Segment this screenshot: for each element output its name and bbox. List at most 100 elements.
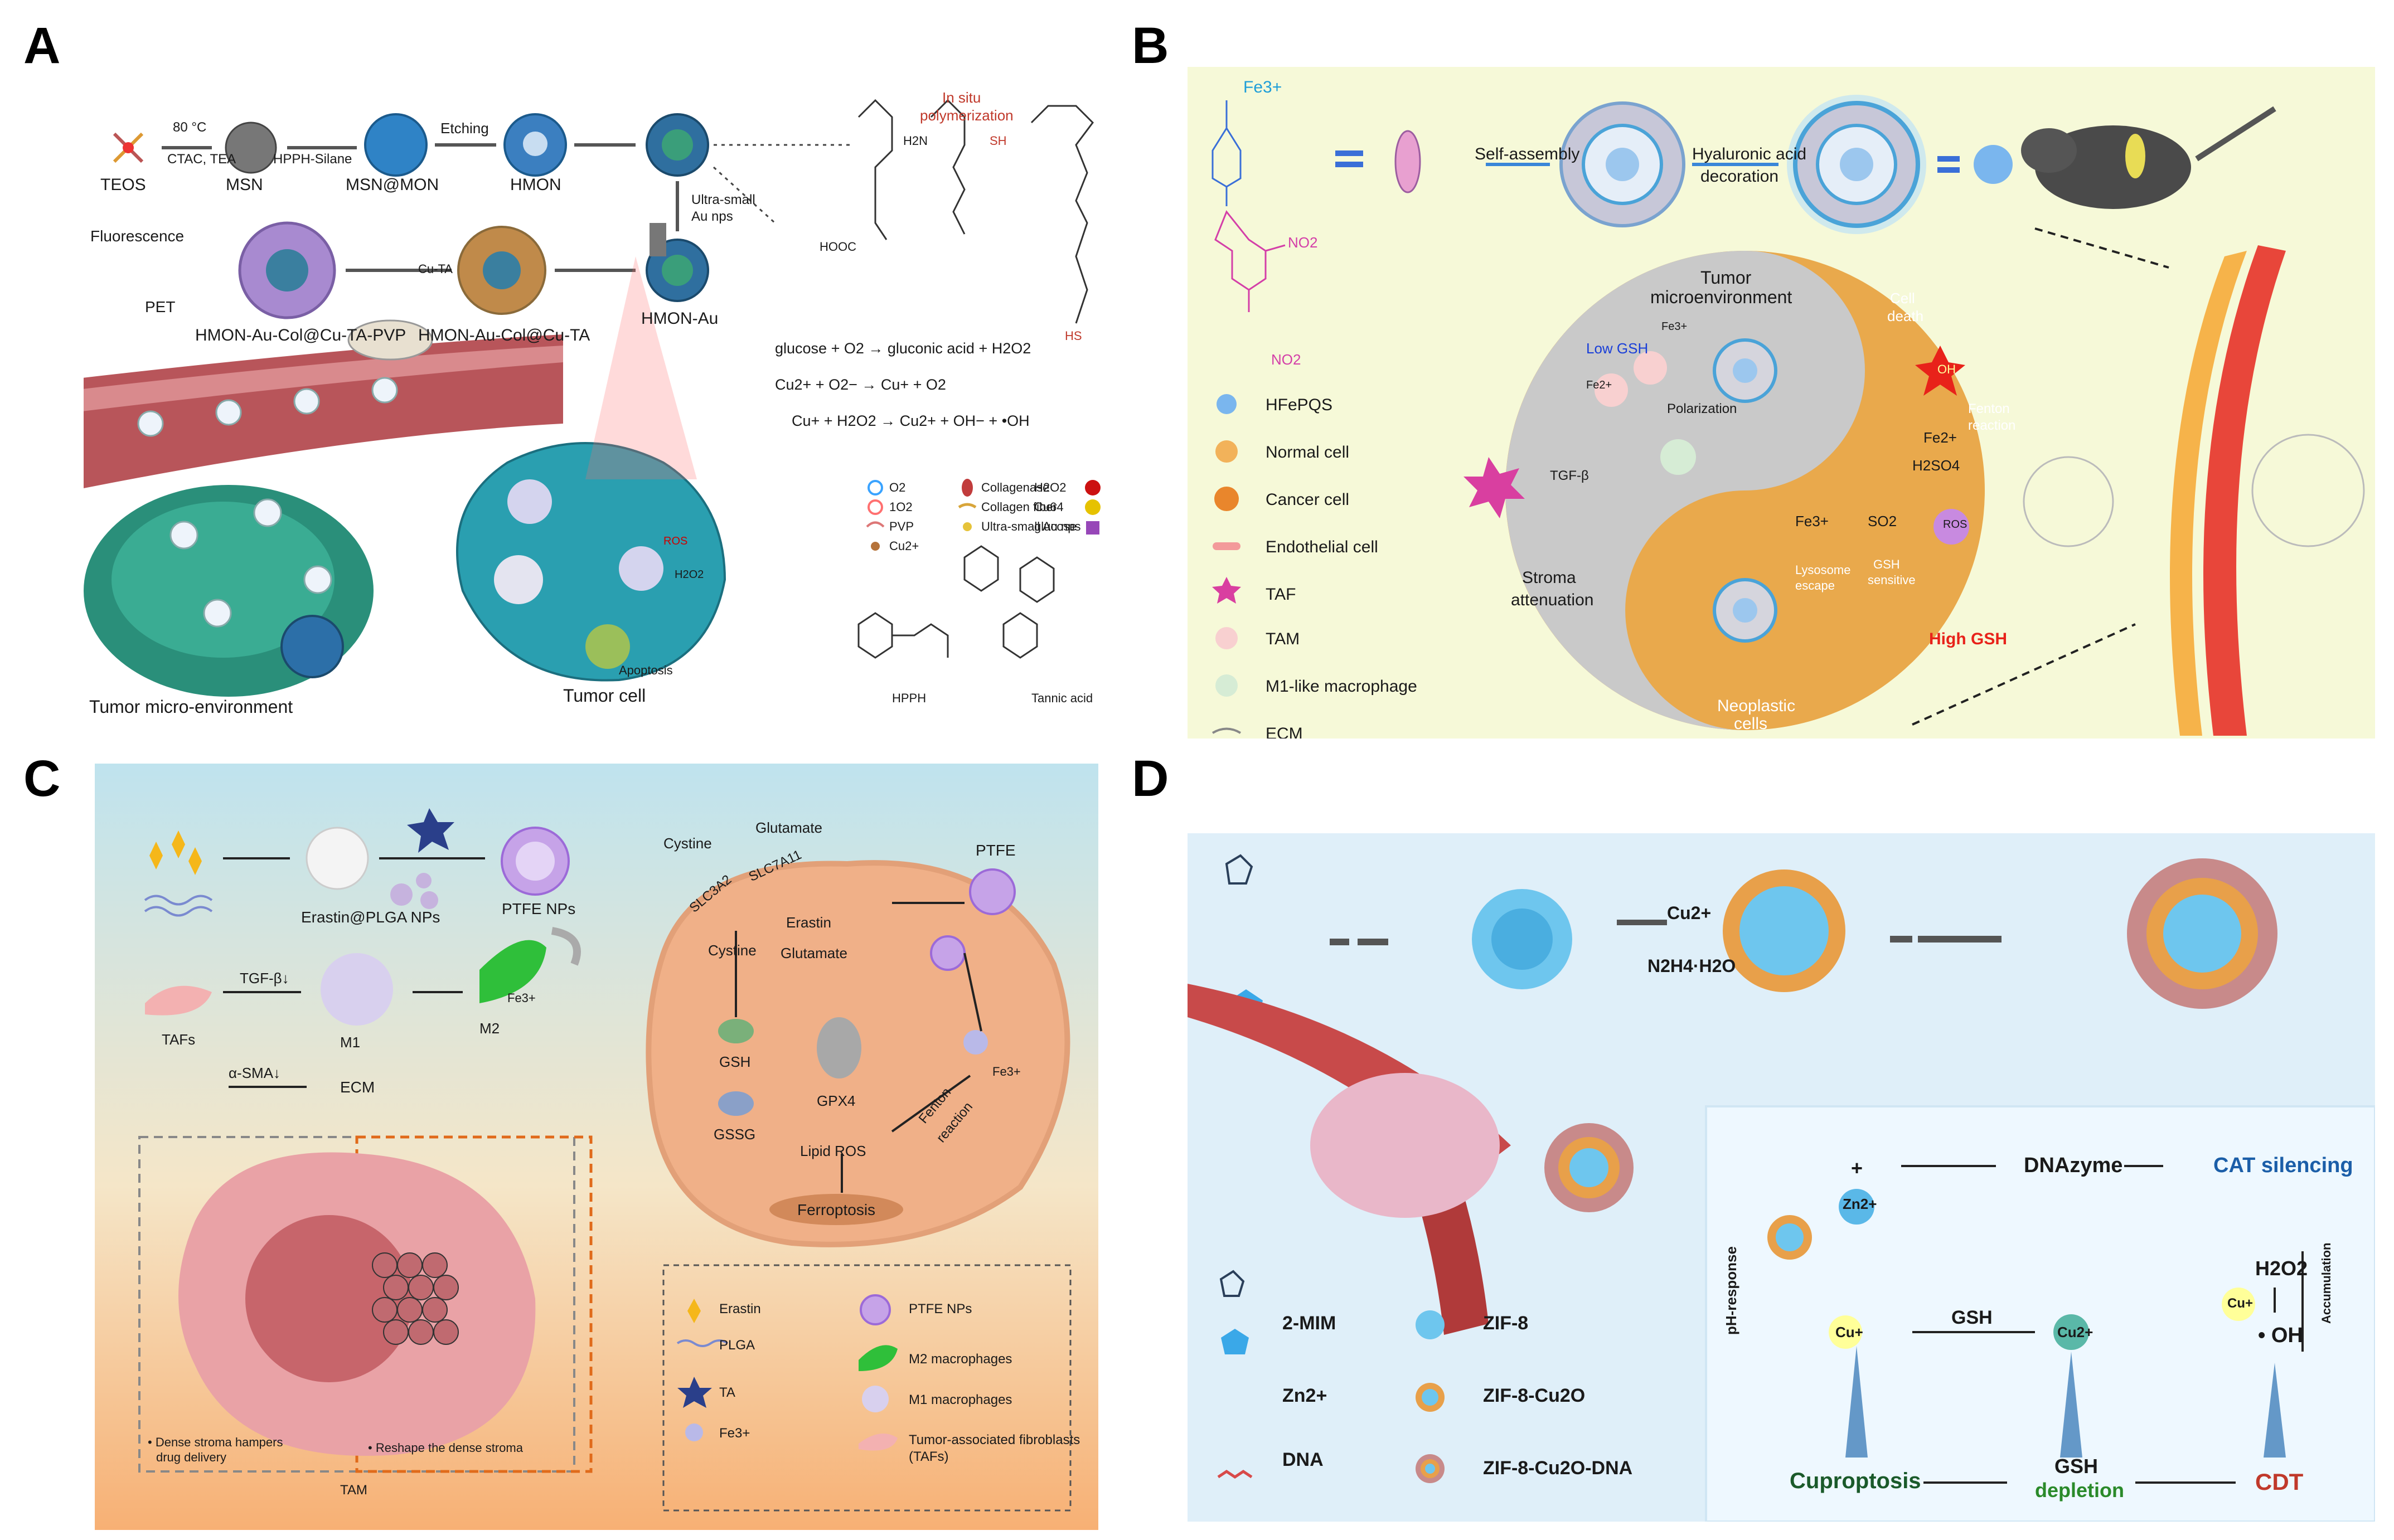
gsh-depletion-gsh-label: GSH <box>2054 1455 2099 1478</box>
step-polymerization: polymerization <box>920 107 1014 124</box>
fe3-flow-label: Fe3+ <box>507 991 536 1005</box>
glutamate-out-label: Glutamate <box>755 819 822 836</box>
mouse-icon <box>347 319 433 361</box>
h2o2-label: H2O2 <box>2255 1257 2308 1280</box>
hmon-au-label: HMON-Au <box>641 309 719 328</box>
sh-label: SH <box>990 134 1007 148</box>
hfepqs-structure <box>1211 100 1242 206</box>
high-gsh-label: High GSH <box>1929 630 2007 648</box>
hyaluronic-acid-label: Hyaluronic acid <box>1692 145 1807 163</box>
cdt-label: CDT <box>2255 1469 2304 1495</box>
hs-label: HS <box>1065 329 1082 343</box>
m2-macrophage <box>479 940 546 1003</box>
cuproptosis-label: Cuproptosis <box>1790 1469 1921 1493</box>
low-gsh-label: Low GSH <box>1586 340 1649 357</box>
laser-beam <box>585 256 697 479</box>
panel-a-graphics <box>84 99 1101 697</box>
cells-label: cells <box>1734 715 1768 733</box>
step-in-situ: In situ <box>942 89 981 106</box>
blood-vessel <box>84 334 563 489</box>
nanoparticles-in-vessel <box>137 377 398 628</box>
hpph-label: HPPH <box>892 691 927 705</box>
fenton-label: Fenton <box>1968 401 2010 416</box>
legend-cancer-cell: Cancer cell <box>1266 490 1350 509</box>
plus-label: + <box>1851 1157 1863 1179</box>
h2n-label: H2N <box>903 134 928 148</box>
tumor-label: Tumor <box>1700 268 1752 288</box>
panel-label-a: A <box>23 17 61 74</box>
cu2-reagent-label: Cu2+ <box>1667 903 1712 923</box>
blood-vessel <box>2203 245 2286 736</box>
panel-b-graphics <box>1211 95 2365 736</box>
hmon-label: HMON <box>510 176 561 194</box>
glutamate-in-label: Glutamate <box>781 945 847 961</box>
gpx4-label: GPX4 <box>817 1092 856 1109</box>
panel-label-c: C <box>23 750 61 807</box>
legend-tam: TAM <box>1266 630 1300 648</box>
panel-c-graphics <box>138 808 1072 1512</box>
fluorescence-label: Fluorescence <box>90 227 185 245</box>
hydrazine-label: N2H4·H2O <box>1647 956 1736 976</box>
ros-label: ROS <box>663 535 688 547</box>
panel-label-d: D <box>1132 750 1169 807</box>
legend-cu2: Cu2+ <box>889 539 919 553</box>
escape-label: escape <box>1795 579 1835 592</box>
mechanism-arrows <box>1901 1165 2304 1484</box>
gsh-molecule <box>718 1019 754 1043</box>
m2-label: M2 <box>479 1020 500 1037</box>
step-temperature: 80 °C <box>173 120 207 135</box>
dnazyme-label: DNAzyme <box>2024 1154 2123 1177</box>
alpha-sma-label: α-SMA↓ <box>229 1065 281 1081</box>
legend-zif-8: ZIF-8 <box>1483 1313 1529 1334</box>
tafs-label: TAFs <box>162 1031 196 1048</box>
cystine-out-label: Cystine <box>663 835 712 852</box>
legend-pvp: PVP <box>889 519 914 533</box>
plga-icon <box>144 895 213 917</box>
legend-glucose: glucose <box>1034 519 1077 533</box>
pet-label: PET <box>145 298 176 315</box>
oh-label: OH <box>1937 362 1956 376</box>
msn-mon-label: MSN@MON <box>346 176 439 194</box>
hydroxyl-radical-label: • OH <box>2258 1324 2303 1347</box>
tgf-beta-label: TGF-β↓ <box>240 970 289 987</box>
msn-mon-particle <box>364 113 428 177</box>
step-ultra-small: Ultra-small <box>691 192 755 207</box>
fe3-label: Fe3+ <box>1243 78 1282 96</box>
panel-b: Fe3+ Self-assembly Hyaluronic acid decor… <box>1188 67 2375 739</box>
legend-ptfe-nps: PTFE NPs <box>909 1301 972 1316</box>
microenvironment-label: microenvironment <box>1650 287 1792 307</box>
m1-label: M1 <box>340 1034 361 1051</box>
ta-icon <box>407 808 454 853</box>
note-dense-stroma: • Dense stroma hampers <box>148 1435 283 1449</box>
ph-response-label: pH-response <box>1723 1246 1739 1335</box>
legend-ta: TA <box>719 1385 735 1400</box>
stroma-label: Stroma <box>1522 569 1576 587</box>
polymer-structures <box>857 99 1094 324</box>
tumor-site <box>2125 134 2145 178</box>
lysosome-label: Lysosome <box>1795 563 1851 577</box>
legend-endothelial-cell: Endothelial cell <box>1266 538 1378 556</box>
hooc-label: HOOC <box>820 240 856 254</box>
erastin-plga-np-label: Erastin@PLGA NPs <box>301 909 440 926</box>
legend-m1-macrophages: M1 macrophages <box>909 1392 1012 1407</box>
erastin-plga-np <box>306 827 369 890</box>
panel-a-legend-icons <box>866 479 1101 551</box>
2-mim-icon <box>1225 854 1253 885</box>
ros-bubble <box>1933 509 1969 545</box>
legend-cu64: Cu64 <box>1034 500 1064 514</box>
step-etching: Etching <box>440 120 489 137</box>
cu-plus-left-label: Cu+ <box>1835 1324 1863 1340</box>
reaction-label: reaction <box>1968 418 2016 433</box>
legend-zn2: Zn2+ <box>1282 1385 1327 1406</box>
panel-a: TEOS MSN MSN@MON HMON HMON-Au HMON-Au-Co… <box>84 78 1109 730</box>
lipid-ros-label: Lipid ROS <box>800 1143 866 1159</box>
gpx4-protein <box>817 1017 861 1079</box>
teos-molecule <box>113 132 144 163</box>
decoration-label: decoration <box>1700 167 1779 186</box>
legend-2-mim: 2-MIM <box>1282 1313 1336 1334</box>
death-label: death <box>1887 308 1924 324</box>
ecm-label: ECM <box>340 1079 375 1096</box>
legend-plga: PLGA <box>719 1338 755 1353</box>
legend-tafs: Tumor-associated fibroblasts <box>909 1432 1080 1447</box>
ptfe-label: PTFE <box>976 842 1016 859</box>
